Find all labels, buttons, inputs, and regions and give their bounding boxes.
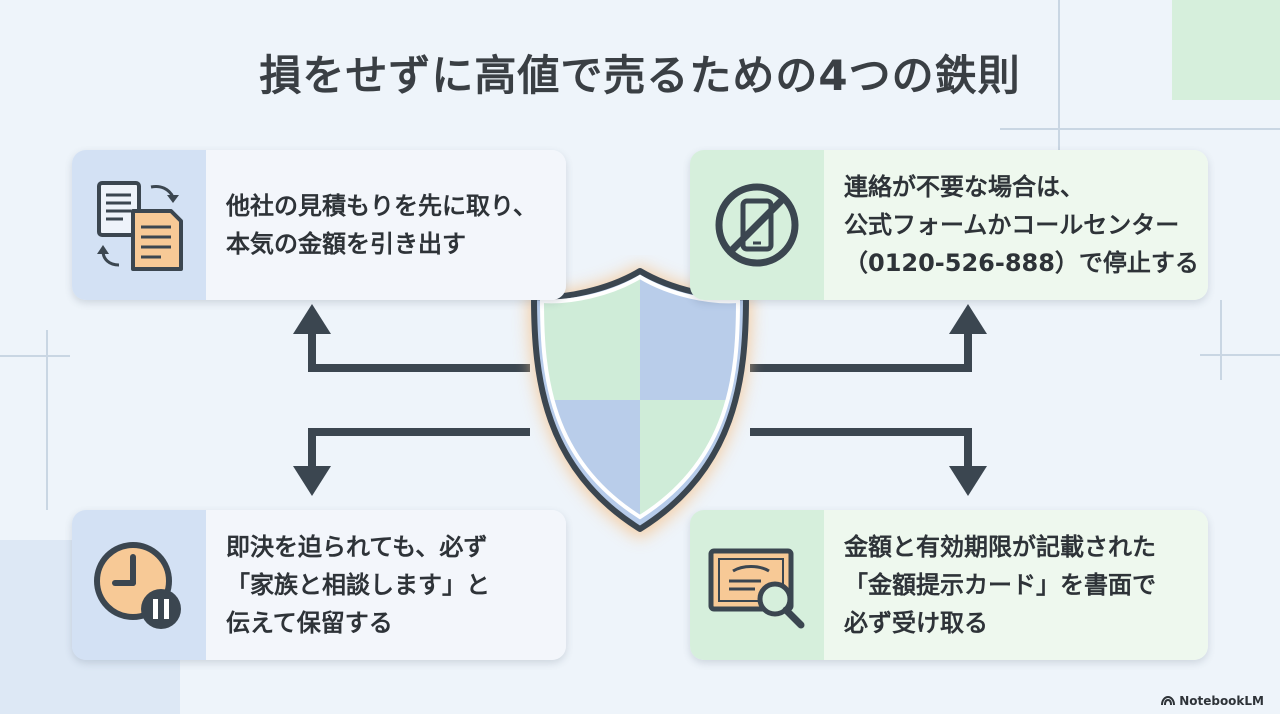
arrowhead-bottom-left xyxy=(293,466,331,496)
arrowhead-top-left xyxy=(293,304,331,334)
card-text-line: 公式フォームかコールセンター xyxy=(844,211,1180,239)
shield-icon xyxy=(528,265,752,539)
card-text-line: 他社の見積もりを先に取り、 xyxy=(226,192,538,220)
bg-grid-line xyxy=(1058,0,1060,150)
document-swap-icon xyxy=(97,181,183,271)
bg-grid-line xyxy=(46,330,48,510)
notebooklm-watermark: NotebookLM xyxy=(1161,694,1264,708)
footer-brand: NotebookLM xyxy=(1179,694,1264,708)
clock-pause-icon xyxy=(94,542,181,629)
card-text-line: （0120-526-888）で停止する xyxy=(844,249,1199,277)
card-icon-panel xyxy=(690,510,824,660)
bg-grid-line xyxy=(0,355,70,357)
card-text: 連絡が不要な場合は、 公式フォームかコールセンター （0120-526-888）… xyxy=(824,150,1208,300)
card-stop-contact: 連絡が不要な場合は、 公式フォームかコールセンター （0120-526-888）… xyxy=(690,150,1208,300)
arrowhead-top-right xyxy=(949,304,987,334)
card-icon-panel xyxy=(690,150,824,300)
bg-grid-line xyxy=(1200,354,1280,356)
bg-grid-line xyxy=(1000,128,1280,130)
card-icon-panel xyxy=(72,150,206,300)
card-defer-decision: 即決を迫られても、必ず 「家族と相談します」と 伝えて保留する xyxy=(72,510,566,660)
no-phone-icon xyxy=(715,183,799,267)
arrowhead-bottom-right xyxy=(949,466,987,496)
card-text: 金額と有効期限が記載された 「金額提示カード」を書面で 必ず受け取る xyxy=(824,510,1208,660)
arrow-line-top-left xyxy=(308,330,530,372)
card-text-line: 「金額提示カード」を書面で xyxy=(844,571,1156,599)
card-get-competitor-quotes: 他社の見積もりを先に取り、 本気の金額を引き出す xyxy=(72,150,566,300)
card-text-line: 即決を迫られても、必ず xyxy=(226,533,488,561)
card-text-line: 伝えて保留する xyxy=(226,609,393,637)
page-title: 損をせずに高値で売るための4つの鉄則 xyxy=(259,51,1021,100)
notebooklm-logo-icon xyxy=(1161,696,1176,706)
card-text-line: 本気の金額を引き出す xyxy=(226,230,466,258)
card-get-written-quote: 金額と有効期限が記載された 「金額提示カード」を書面で 必ず受け取る xyxy=(690,510,1208,660)
arrow-line-top-right xyxy=(750,330,972,372)
bg-accent-block xyxy=(1172,0,1280,100)
arrow-line-bottom-left xyxy=(308,428,530,466)
card-text: 他社の見積もりを先に取り、 本気の金額を引き出す xyxy=(206,150,566,300)
bg-grid-line xyxy=(1220,300,1222,380)
arrow-line-bottom-right xyxy=(750,428,972,466)
card-text-line: 必ず受け取る xyxy=(844,609,988,637)
card-icon-panel xyxy=(72,510,206,660)
card-text-line: 「家族と相談します」と xyxy=(226,571,490,599)
card-text-line: 金額と有効期限が記載された xyxy=(844,533,1156,561)
card-text-line: 連絡が不要な場合は、 xyxy=(844,173,1084,201)
certificate-search-icon xyxy=(708,548,805,629)
card-text: 即決を迫られても、必ず 「家族と相談します」と 伝えて保留する xyxy=(206,510,566,660)
